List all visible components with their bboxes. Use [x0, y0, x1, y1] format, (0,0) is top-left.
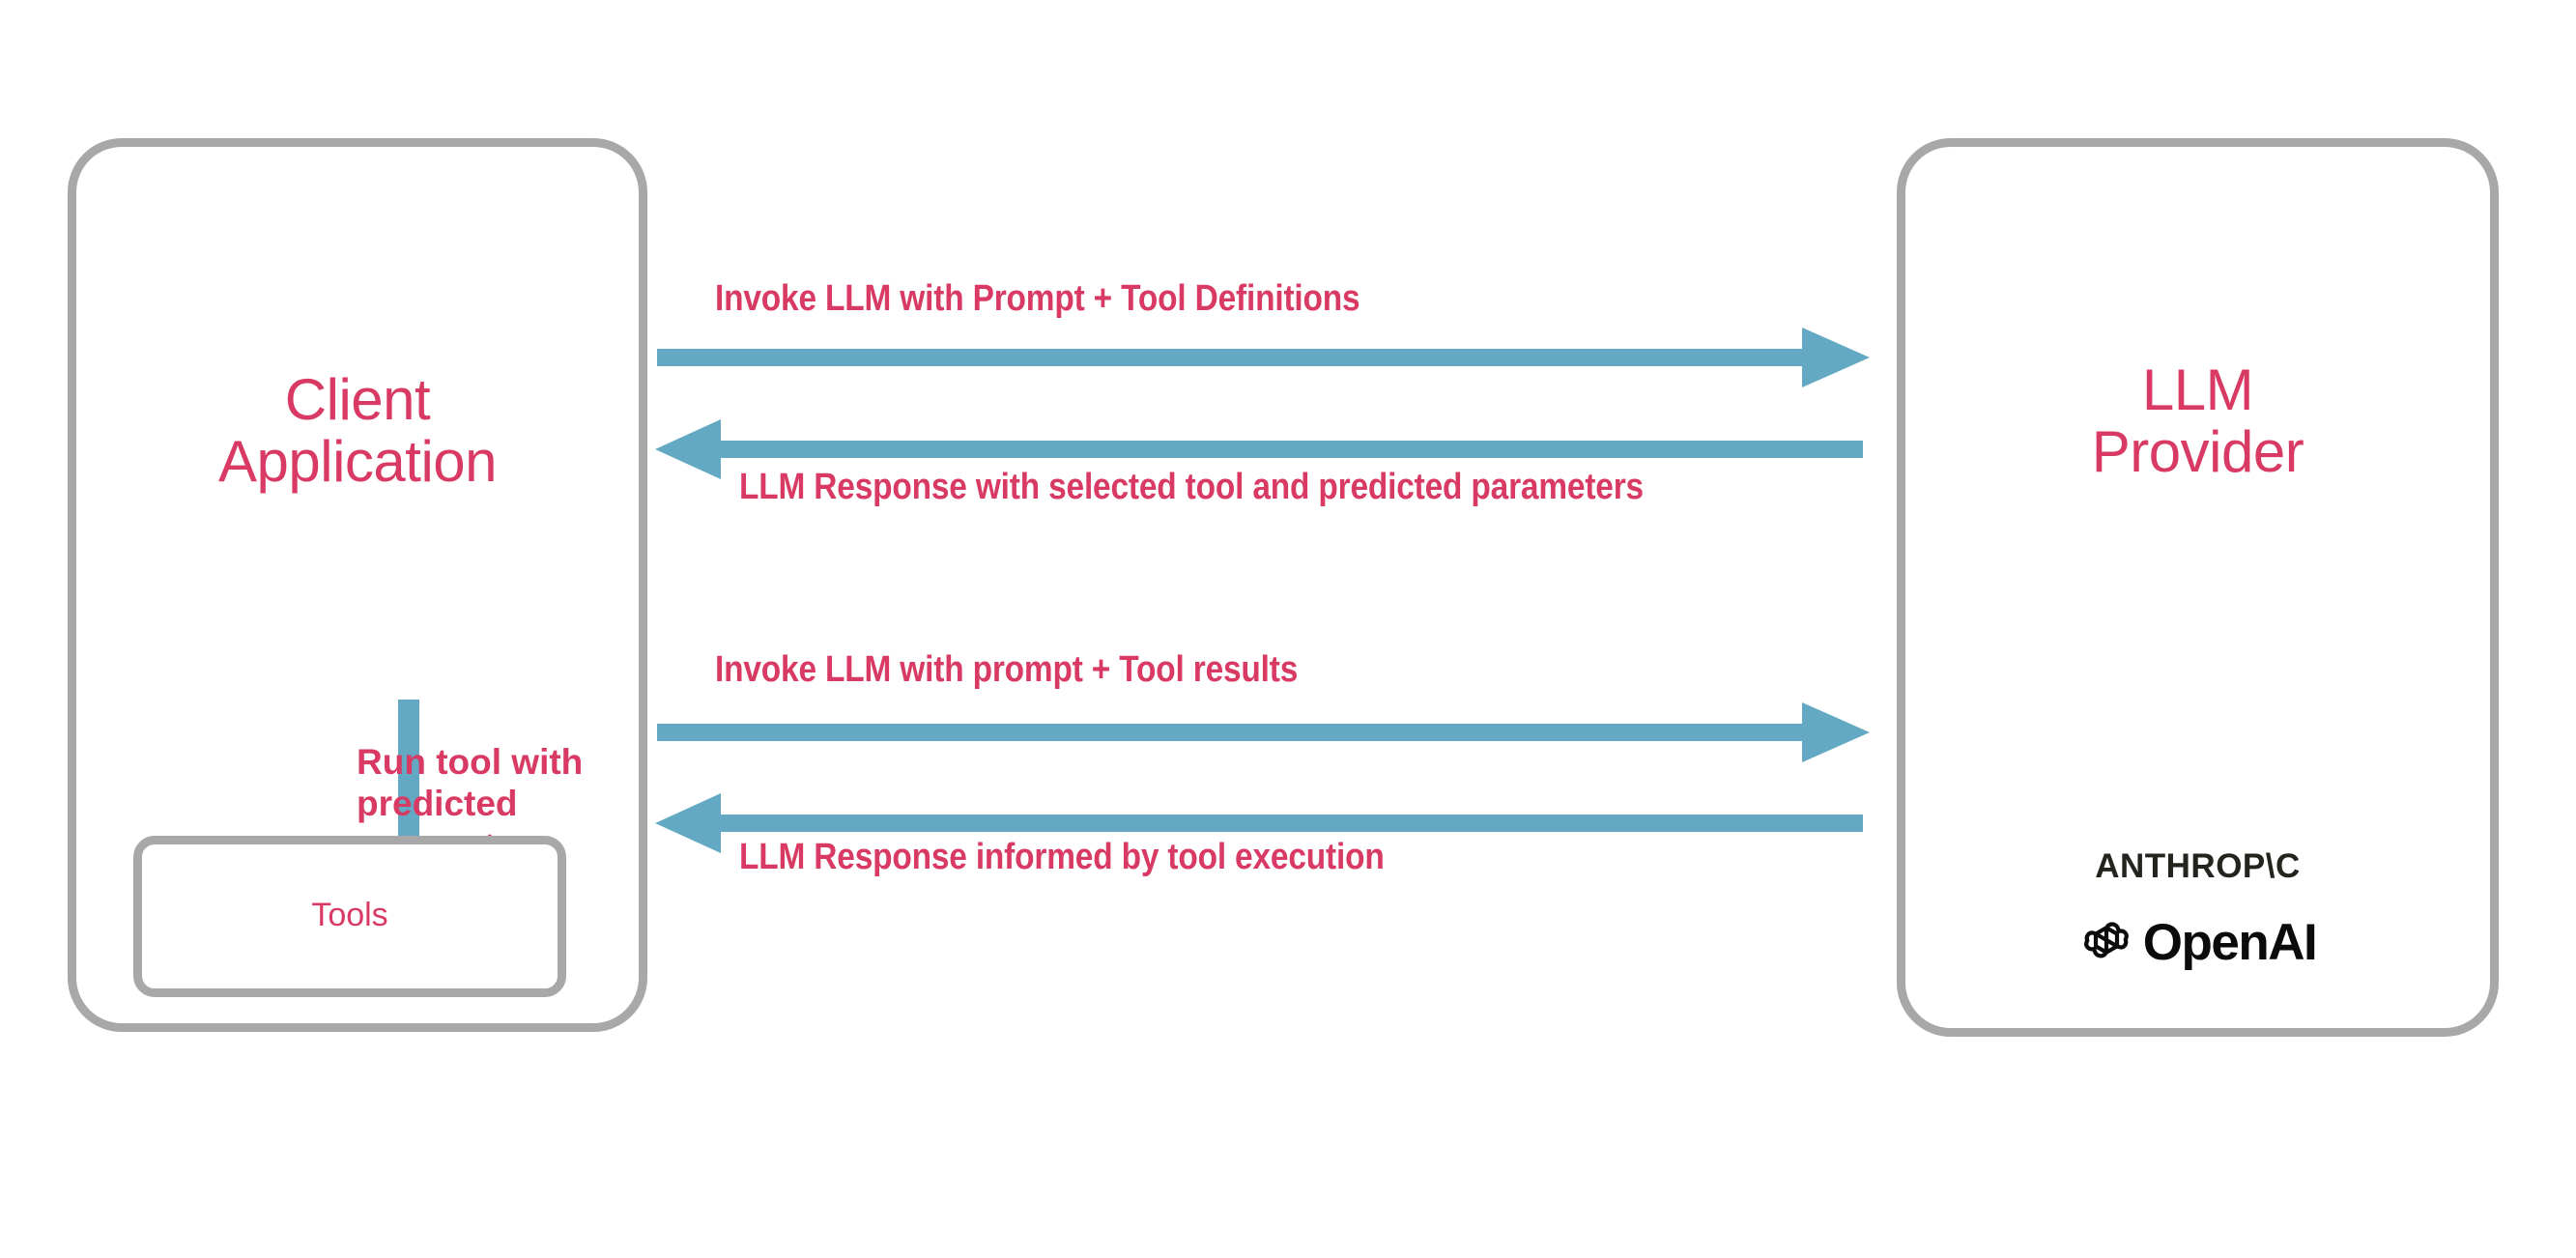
anthropic-logo: ANTHROP\C	[2095, 847, 2301, 885]
flow-arrow-invoke-with-tool-results	[657, 702, 1870, 762]
openai-wordmark: OpenAI	[2142, 914, 2318, 971]
client-title-line-1: Client	[284, 367, 431, 432]
provider-title-line-2: Provider	[2091, 419, 2304, 485]
tools-label: Tools	[311, 897, 388, 933]
flow-label-response-with-selected-tool: LLM Response with selected tool and pred…	[739, 467, 1644, 507]
flow-label-invoke-with-tool-results: Invoke LLM with prompt + Tool results	[715, 649, 1299, 690]
client-title-line-2: Application	[217, 429, 498, 495]
client-application-title: Client Application	[76, 367, 639, 495]
flow-label-invoke-with-tool-definitions: Invoke LLM with Prompt + Tool Definition…	[715, 278, 1360, 319]
run-tool-label-line-1: Run tool with	[357, 742, 584, 782]
openai-mark-icon	[2083, 921, 2129, 958]
openai-logo: OpenAI	[1905, 913, 2490, 972]
llm-provider-title: LLM Provider	[1905, 357, 2490, 485]
llm-provider-box: LLM Provider ANTHROP\C	[1897, 138, 2499, 1037]
flow-label-response-informed-by-tool-execution: LLM Response informed by tool execution	[739, 837, 1385, 877]
flow-arrow-response-informed-by-tool-execution	[655, 793, 1863, 853]
provider-title-line-1: LLM	[2141, 357, 2254, 422]
flow-arrow-response-with-selected-tool	[655, 419, 1863, 479]
tools-box: Tools	[133, 836, 566, 997]
run-tool-label-line-2: predicted	[357, 784, 518, 824]
flow-arrow-invoke-with-tool-definitions	[657, 328, 1870, 387]
